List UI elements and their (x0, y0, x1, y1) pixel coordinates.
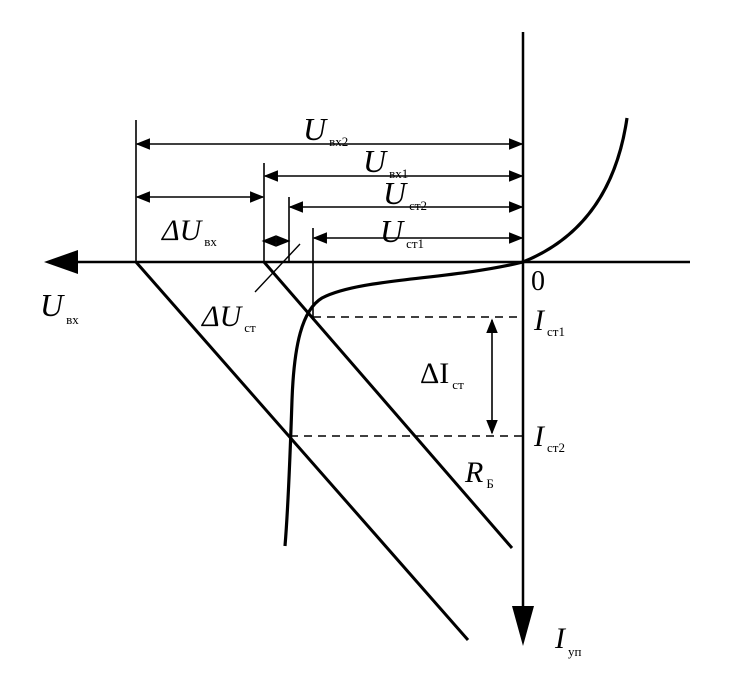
u-axis-arrowhead (44, 250, 78, 274)
i-axis-arrowhead (512, 606, 534, 646)
label-origin: 0 (531, 266, 545, 297)
load-line-1 (134, 261, 470, 641)
delta-ust-leader (254, 243, 301, 293)
load-line-rb (262, 261, 514, 549)
zener-characteristic-curve (283, 117, 629, 547)
